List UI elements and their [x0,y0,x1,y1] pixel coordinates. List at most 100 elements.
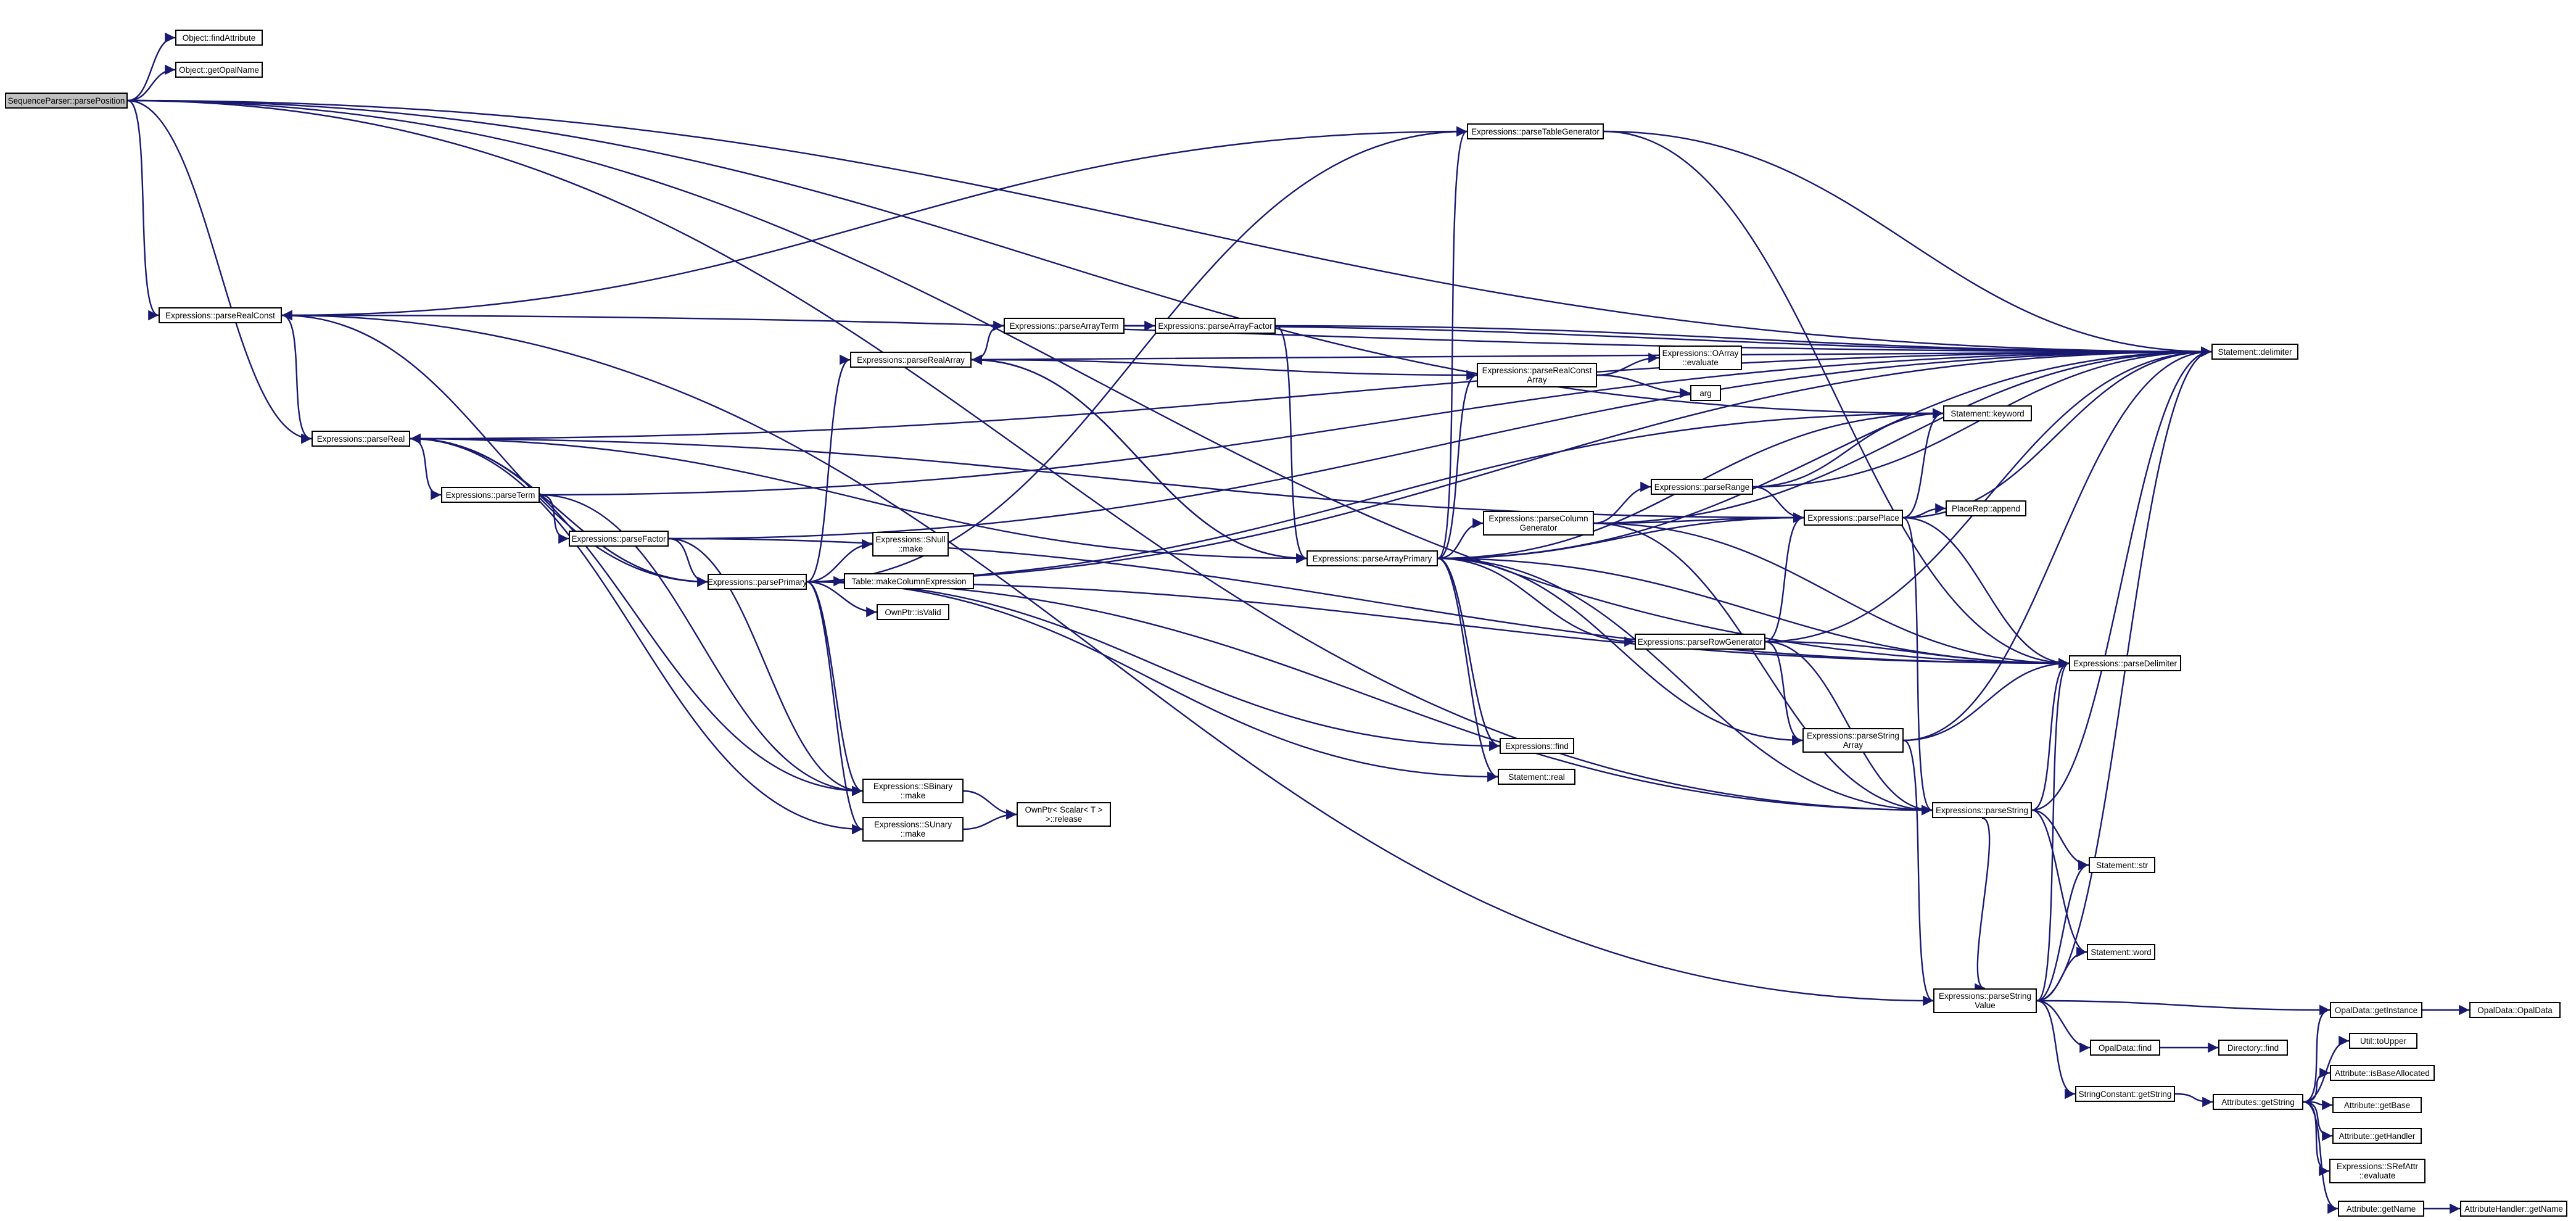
call-edge [127,99,2212,357]
call-edge [127,99,1944,419]
call-edge [1596,374,1691,399]
graph-node[interactable]: Util::toUpper [2349,1033,2417,1049]
call-edge [127,32,176,102]
graph-node[interactable]: Expressions::parseReal [312,431,410,447]
call-edge [2303,1101,2333,1141]
call-edge [2036,1000,2091,1053]
call-edge [1765,346,2212,643]
graph-node[interactable]: Expressions::OArray ::evaluate [1659,346,1742,370]
call-edge [127,99,1933,816]
graph-node[interactable]: Statement::delimiter [2211,344,2298,360]
graph-node[interactable]: Expressions::parseFactor [569,531,669,547]
graph-node[interactable]: SequenceParser::parsePosition [5,93,128,109]
graph-node[interactable]: Statement::word [2087,944,2155,960]
call-edge [1752,408,1944,488]
call-edge [1437,346,2212,560]
graph-node[interactable]: Expressions::parseTableGenerator [1467,123,1604,139]
call-edge [410,437,442,500]
call-edge [2031,658,2070,811]
call-edge [806,581,863,835]
graph-node[interactable]: Expressions::parseString Array [1802,728,1904,753]
call-edge [539,494,569,544]
call-edge [668,346,2212,540]
call-edge [1902,516,1933,816]
call-edge [1603,130,2070,669]
graph-node[interactable]: Expressions::parseColumn Generator [1483,511,1594,536]
call-edge [806,408,1944,583]
call-edge [1903,658,2070,742]
graph-node[interactable]: PlaceRep::append [1946,500,2026,516]
call-edge [1437,518,1484,560]
graph-node[interactable]: Expressions::parseArrayPrimary [1307,550,1438,566]
graph-node[interactable]: Directory::find [2218,1040,2288,1056]
graph-node[interactable]: Expressions::parseDelimiter [2069,655,2181,671]
call-edge [127,64,176,102]
graph-node[interactable]: Expressions::parseString Value [1933,988,2037,1013]
call-edge [2174,1093,2213,1107]
call-edge [806,354,851,583]
graph-node[interactable]: OpalData::find [2090,1040,2160,1056]
graph-node[interactable]: Expressions::parseRealArray [850,352,972,368]
call-edge [806,581,1933,816]
call-edge [963,809,1017,830]
call-edge [1903,346,2212,742]
call-edge [2036,346,2212,1002]
graph-node[interactable]: Attribute::isBaseAllocated [2330,1065,2435,1081]
graph-node[interactable]: Expressions::parsePlace [1804,510,1903,526]
call-edge [806,581,1500,751]
graph-node[interactable]: OwnPtr< Scalar< T > >::release [1017,802,1111,827]
call-edge [1593,522,1933,816]
call-edge [668,537,708,587]
graph-node[interactable]: Expressions::SBinary ::make [862,779,964,803]
graph-node[interactable]: Expressions::SNull ::make [872,532,949,557]
graph-node[interactable]: Expressions::parseTerm [441,487,540,503]
call-edge [963,790,1017,820]
graph-node[interactable]: StringConstant::getString [2075,1086,2175,1102]
call-edge [1437,126,1468,560]
call-edge [127,99,159,321]
call-edge [127,99,2070,669]
call-edge [971,354,1477,376]
graph-node[interactable]: Expressions::parseRealConst [159,307,282,323]
graph-node[interactable]: OpalData::getInstance [2330,1002,2422,1018]
call-edge [1765,512,1804,643]
graph-node[interactable]: arg [1690,385,1721,401]
call-edge [1596,352,1659,376]
graph-node[interactable]: Object::getOpalName [175,62,263,78]
call-edge [410,433,708,583]
graph-node[interactable]: Expressions::find [1500,738,1574,754]
graph-node[interactable]: Expressions::parseRealConst Array [1477,363,1597,387]
graph-node[interactable]: Table::makeColumnExpression [844,573,974,589]
graph-node[interactable]: OwnPtr::isValid [877,604,949,620]
call-edge [2031,809,2087,958]
graph-node[interactable]: Object::findAttribute [175,30,263,46]
graph-node[interactable]: Expressions::parseArrayFactor [1155,318,1276,334]
graph-node[interactable]: OpalData::OpalData [2469,1002,2561,1018]
graph-node[interactable]: AttributeHandler::getName [2460,1201,2567,1217]
call-edge [1275,325,2212,357]
call-edge [971,320,1004,361]
call-edge [806,581,863,797]
graph-node[interactable]: Expressions::parseArrayTerm [1004,318,1125,334]
call-edge [806,581,2070,669]
call-edge [1437,557,1635,647]
graph-node[interactable]: Statement::real [1498,769,1575,785]
graph-node[interactable]: Expressions::parseRowGenerator [1635,634,1765,650]
call-edge [281,130,1468,321]
graph-node[interactable]: Expressions::SUnary ::make [862,817,964,842]
graph-node[interactable]: Attribute::getName [2338,1201,2424,1217]
graph-node[interactable]: Statement::keyword [1943,405,2032,421]
call-edge [539,494,863,797]
call-edge [1752,486,1804,523]
graph-node[interactable]: Expressions::parseRange [1651,479,1753,495]
graph-node[interactable]: Statement::str [2089,857,2155,873]
call-edge [1902,346,2212,519]
graph-node[interactable]: Expressions::parseString [1932,802,2032,818]
graph-node[interactable]: Expressions::SRefAttr ::evaluate [2329,1159,2425,1183]
graph-node[interactable]: Attribute::getHandler [2332,1128,2422,1144]
graph-node[interactable]: Attribute::getBase [2332,1097,2422,1113]
call-edge [1593,346,2212,524]
graph-node[interactable]: Attributes::getString [2213,1094,2303,1110]
graph-node[interactable]: Expressions::parsePrimary [708,574,807,590]
call-edge [2036,1000,2076,1099]
